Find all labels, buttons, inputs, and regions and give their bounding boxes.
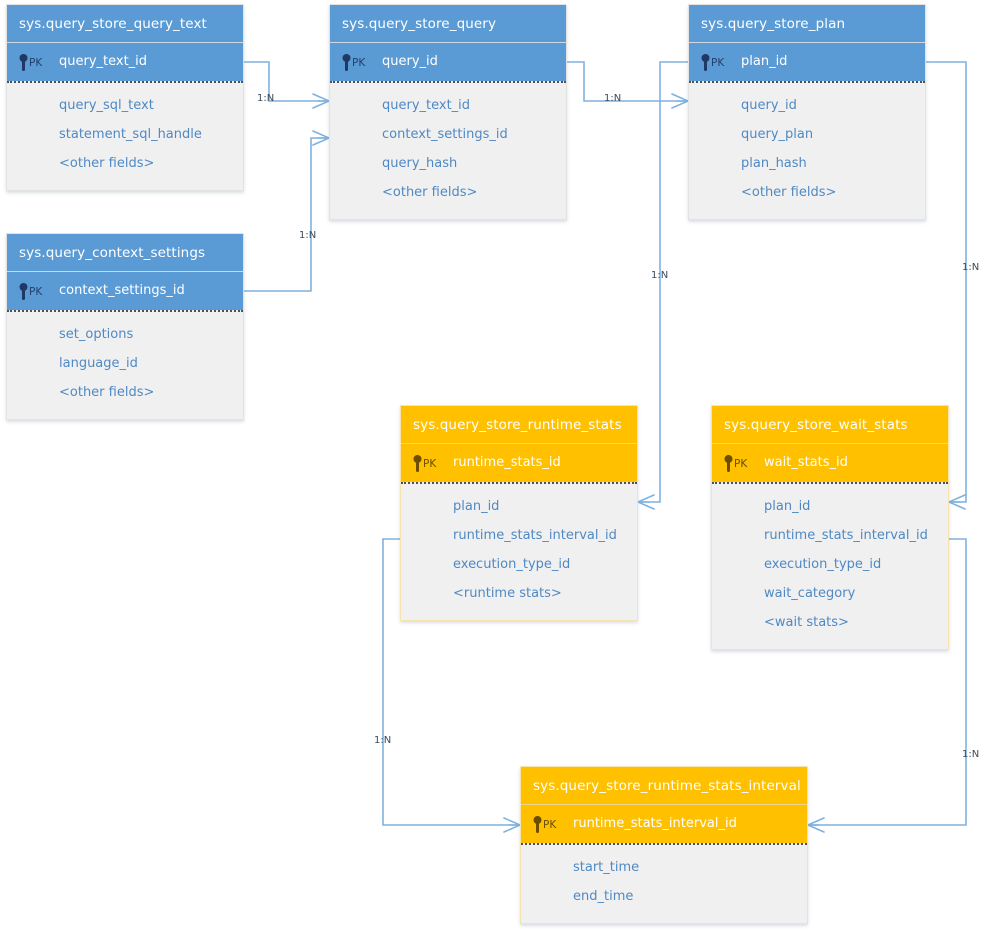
field-row: start_time <box>573 860 640 875</box>
pk-divider <box>401 482 637 484</box>
field-row: <other fields> <box>382 185 478 200</box>
cardinality-label: 1:N <box>604 93 622 104</box>
field-row: language_id <box>59 356 138 371</box>
entity-query-context-settings[interactable]: sys.query_context_settings PK context_se… <box>6 233 244 420</box>
entity-field-list: set_options language_id <other fields> <box>7 312 243 419</box>
pk-label: PK <box>543 819 557 831</box>
pk-field-name: runtime_stats_id <box>453 455 561 470</box>
entity-title: sys.query_store_plan <box>689 5 925 43</box>
entity-field-list: plan_id runtime_stats_interval_id execut… <box>401 484 637 620</box>
entity-field-list: query_sql_text statement_sql_handle <oth… <box>7 83 243 190</box>
entity-primary-key-row: PK query_id <box>330 43 566 81</box>
field-row: query_hash <box>382 156 458 171</box>
field-row: <runtime stats> <box>453 586 562 601</box>
field-row: runtime_stats_interval_id <box>453 528 617 543</box>
field-row: <other fields> <box>59 385 155 400</box>
pk-field-name: plan_id <box>741 54 788 69</box>
cardinality-label: 1:N <box>962 749 980 760</box>
field-row: set_options <box>59 327 134 342</box>
cardinality-label: 1:N <box>962 262 980 273</box>
pk-field-name: context_settings_id <box>59 283 185 298</box>
entity-field-list: query_id query_plan plan_hash <other fie… <box>689 83 925 219</box>
key-icon <box>724 455 733 472</box>
entity-title: sys.query_store_query <box>330 5 566 43</box>
connector-plan-to-wait-stats <box>926 61 967 510</box>
field-row: runtime_stats_interval_id <box>764 528 928 543</box>
pk-field-name: query_text_id <box>59 54 148 69</box>
field-row: statement_sql_handle <box>59 127 202 142</box>
entity-primary-key-row: PK query_text_id <box>7 43 243 81</box>
key-icon <box>19 54 28 71</box>
entity-title: sys.query_store_query_text <box>7 5 243 43</box>
pk-divider <box>689 81 925 83</box>
key-icon <box>413 455 422 472</box>
cardinality-label: 1:N <box>651 270 669 281</box>
entity-title: sys.query_store_runtime_stats_interval <box>521 767 807 805</box>
pk-divider <box>712 482 948 484</box>
entity-query-store-query[interactable]: sys.query_store_query PK query_id query_… <box>329 4 567 220</box>
pk-divider <box>330 81 566 83</box>
entity-query-store-plan[interactable]: sys.query_store_plan PK plan_id query_id… <box>688 4 926 220</box>
field-row: plan_hash <box>741 156 807 171</box>
entity-primary-key-row: PK runtime_stats_interval_id <box>521 805 807 843</box>
key-icon <box>701 54 710 71</box>
pk-label: PK <box>734 458 748 470</box>
entity-title: sys.query_store_wait_stats <box>712 406 948 444</box>
field-row: <wait stats> <box>764 615 849 630</box>
pk-divider <box>7 81 243 83</box>
entity-primary-key-row: PK wait_stats_id <box>712 444 948 482</box>
key-icon <box>19 283 28 300</box>
entity-title: sys.query_context_settings <box>7 234 243 272</box>
connector-context-to-query <box>244 130 331 292</box>
field-row: execution_type_id <box>453 557 571 572</box>
cardinality-label: 1:N <box>257 93 275 104</box>
field-row: plan_id <box>764 499 811 514</box>
field-row: plan_id <box>453 499 500 514</box>
entity-primary-key-row: PK context_settings_id <box>7 272 243 310</box>
field-row: execution_type_id <box>764 557 882 572</box>
pk-divider <box>521 843 807 845</box>
pk-label: PK <box>423 458 437 470</box>
entity-query-store-runtime-stats[interactable]: sys.query_store_runtime_stats PK runtime… <box>400 405 638 621</box>
entity-query-store-runtime-stats-interval[interactable]: sys.query_store_runtime_stats_interval P… <box>520 766 808 924</box>
pk-label: PK <box>29 57 43 69</box>
connector-interval-to-wait-stats <box>806 538 967 833</box>
field-row: <other fields> <box>59 156 155 171</box>
field-row: context_settings_id <box>382 127 508 142</box>
key-icon <box>533 816 542 833</box>
entity-primary-key-row: PK plan_id <box>689 43 925 81</box>
field-row: query_text_id <box>382 98 471 113</box>
pk-label: PK <box>711 57 725 69</box>
entity-query-store-query-text[interactable]: sys.query_store_query_text PK query_text… <box>6 4 244 191</box>
connector-plan-to-runtime-stats <box>636 61 688 510</box>
entity-field-list: start_time end_time <box>521 845 807 923</box>
field-row: wait_category <box>764 586 856 601</box>
entity-primary-key-row: PK runtime_stats_id <box>401 444 637 482</box>
pk-field-name: runtime_stats_interval_id <box>573 816 737 831</box>
key-icon <box>342 54 351 71</box>
field-row: query_id <box>741 98 797 113</box>
pk-label: PK <box>352 57 366 69</box>
entity-field-list: query_text_id context_settings_id query_… <box>330 83 566 219</box>
pk-field-name: query_id <box>382 54 438 69</box>
pk-divider <box>7 310 243 312</box>
entity-title: sys.query_store_runtime_stats <box>401 406 637 444</box>
entity-query-store-wait-stats[interactable]: sys.query_store_wait_stats PK wait_stats… <box>711 405 949 650</box>
connector-query-to-plan <box>567 61 690 109</box>
field-row: <other fields> <box>741 185 837 200</box>
field-row: end_time <box>573 889 634 904</box>
pk-label: PK <box>29 286 43 298</box>
entity-field-list: plan_id runtime_stats_interval_id execut… <box>712 484 948 649</box>
field-row: query_plan <box>741 127 814 142</box>
field-row: query_sql_text <box>59 98 154 113</box>
cardinality-label: 1:N <box>374 735 392 746</box>
pk-field-name: wait_stats_id <box>764 455 848 470</box>
cardinality-label: 1:N <box>299 230 317 241</box>
